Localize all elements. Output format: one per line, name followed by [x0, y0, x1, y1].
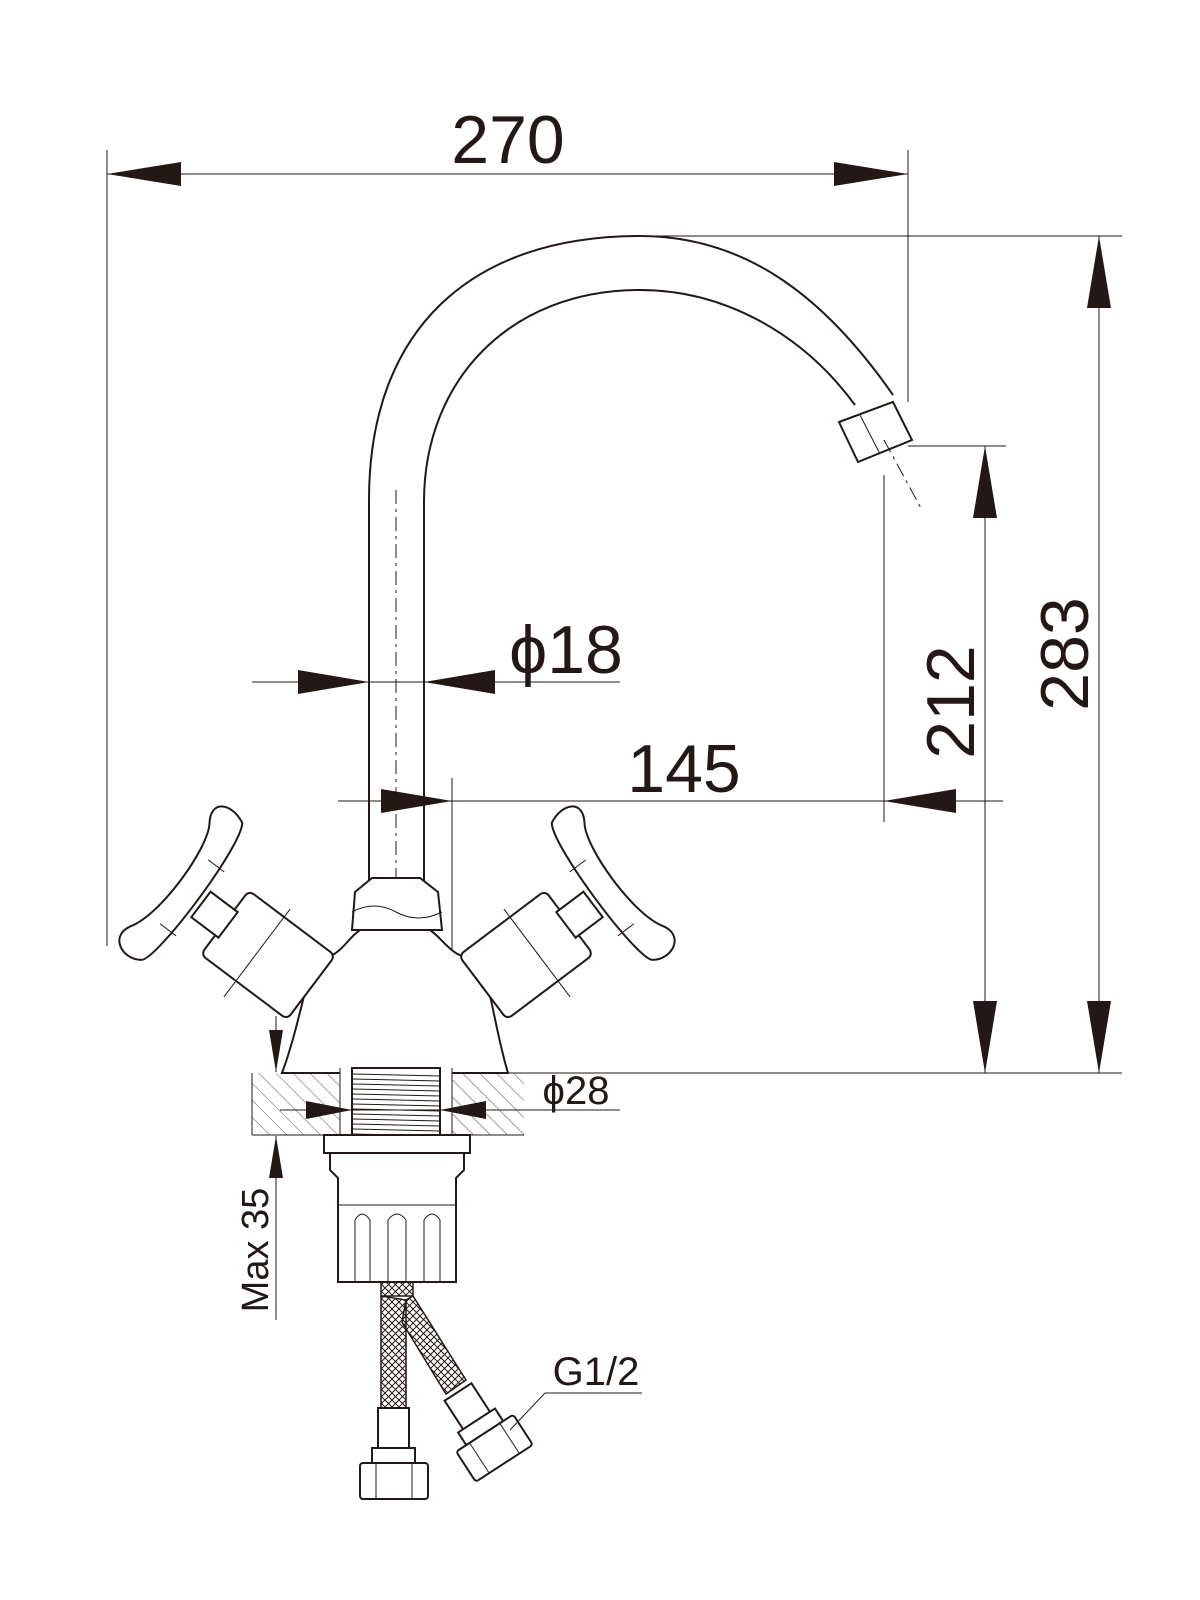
aerator: [837, 400, 914, 464]
handle-detail: [617, 923, 635, 937]
thread-line: [351, 1073, 441, 1077]
thread-line: [351, 1078, 441, 1082]
thread-line: [351, 1123, 441, 1127]
arrowhead-top: [973, 446, 997, 518]
thread-line: [351, 1103, 441, 1107]
arrowhead-bottom: [1087, 1001, 1111, 1073]
label-overall-height: 283: [1027, 597, 1103, 710]
callout-leader: [509, 1392, 546, 1431]
dimension-spout-height: 212: [908, 445, 1006, 1073]
hose-right: [401, 1294, 468, 1396]
bonnet-axis-line: [223, 908, 291, 998]
spout-collar: [350, 877, 444, 931]
thread-line: [351, 1093, 441, 1097]
faucet-body: [280, 877, 510, 1074]
label-spout-diameter: ϕ18: [509, 612, 623, 688]
hose-nut-right: [456, 1414, 533, 1482]
dimension-reach: 270: [106, 102, 909, 946]
nut-washer: [323, 1134, 471, 1154]
hose-fitting-right: [443, 1381, 533, 1482]
thread-line: [351, 1113, 441, 1117]
arrowhead-left: [107, 162, 181, 186]
label-reach: 270: [451, 102, 564, 178]
arrowhead-down: [269, 1030, 283, 1072]
arrowhead-left: [306, 1101, 352, 1119]
handle-left: [118, 805, 334, 1019]
handle-stem-left: [189, 890, 240, 940]
hose-ring-left: [371, 1447, 416, 1464]
thread-line: [351, 1088, 441, 1092]
hose-collar: [380, 1281, 414, 1297]
nut-rib: [354, 1213, 371, 1282]
spout-inner-contour: [423, 288, 856, 892]
bonnet-axis-line: [503, 908, 571, 998]
aerator-ring-line: [859, 414, 881, 455]
dimension-overall-height: 283: [490, 235, 1122, 1074]
handle-cross-right: [550, 805, 676, 961]
arrowhead-left: [298, 670, 369, 694]
label-spout-projection: 145: [627, 731, 740, 807]
nut-face: [469, 1442, 490, 1474]
dimension-thread-diameter: ϕ28: [280, 1069, 620, 1119]
handle-cross-left: [118, 805, 244, 961]
thread-line: [351, 1098, 441, 1102]
arrowhead-bottom: [973, 1001, 997, 1073]
handle-right: [460, 805, 676, 1019]
nut-rib: [423, 1213, 441, 1282]
arrowhead-right: [834, 162, 908, 186]
hose-ferrule-left: [377, 1407, 410, 1449]
dimension-max-counter: Max 35: [235, 1016, 283, 1320]
arrowhead-up: [269, 1136, 283, 1178]
label-max-counter: Max 35: [235, 1188, 277, 1313]
arrowhead-right: [424, 670, 495, 694]
fixing-nut: [323, 1134, 471, 1283]
handle-detail: [569, 859, 587, 873]
handle-stem-right: [554, 890, 605, 940]
dimension-spout-projection: 145: [338, 475, 1003, 1030]
dimension-spout-diameter: ϕ18: [252, 612, 623, 694]
swivel-spout: [368, 234, 923, 1140]
label-thread-diameter: ϕ28: [543, 1069, 610, 1113]
spout-outer-contour: [368, 234, 894, 892]
hose-nut-left: [359, 1462, 429, 1500]
handle-detail: [159, 923, 177, 937]
hose-left: [380, 1295, 407, 1411]
collar-groove: [351, 905, 443, 919]
flexible-hoses: [359, 1281, 533, 1500]
thread-line: [351, 1128, 441, 1132]
arrowhead-top: [1087, 236, 1111, 308]
handle-detail: [207, 859, 225, 873]
label-spout-height: 212: [913, 645, 989, 758]
arrowhead-right: [884, 789, 956, 813]
nut-face: [499, 1423, 520, 1454]
thread-line: [351, 1083, 441, 1087]
label-hose-thread: G1/2: [553, 1350, 640, 1394]
nut-body: [329, 1152, 465, 1283]
callout-hose-thread: G1/2: [509, 1350, 642, 1431]
arrowhead-right: [440, 1101, 486, 1119]
outlet-axis: [883, 439, 923, 511]
nut-rib: [387, 1213, 407, 1282]
arrowhead-left: [381, 789, 452, 813]
thread-line: [351, 1118, 441, 1122]
